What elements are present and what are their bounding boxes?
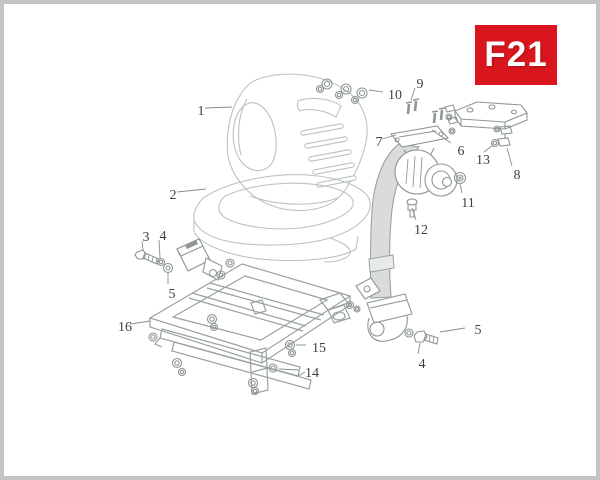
seat-art <box>193 73 371 263</box>
part-label-4b: 4 <box>418 357 426 372</box>
part-label-10: 10 <box>388 88 402 103</box>
part-label-5b: 5 <box>474 323 482 338</box>
part-label-9: 9 <box>416 77 424 92</box>
part-label-12: 12 <box>414 223 428 238</box>
leader-lines <box>129 87 513 371</box>
part-label-8: 8 <box>513 168 521 183</box>
part-label-4: 4 <box>159 229 167 244</box>
part-label-13: 13 <box>476 153 490 168</box>
part-label-16: 16 <box>118 320 132 335</box>
part-label-7: 7 <box>375 135 383 150</box>
page-code-badge: F21 <box>475 25 557 85</box>
part-label-11: 11 <box>461 196 475 211</box>
seat-belt-art <box>176 125 458 342</box>
parts-diagram-art <box>129 73 528 396</box>
part-label-1: 1 <box>197 104 205 119</box>
part-label-3: 3 <box>142 230 150 245</box>
bracket-art <box>444 101 528 147</box>
fasteners-art <box>134 78 501 396</box>
part-label-6: 6 <box>457 144 465 159</box>
part-label-2: 2 <box>169 188 177 203</box>
part-label-15: 15 <box>312 341 326 356</box>
part-label-5: 5 <box>168 287 176 302</box>
part-label-14: 14 <box>305 366 319 381</box>
